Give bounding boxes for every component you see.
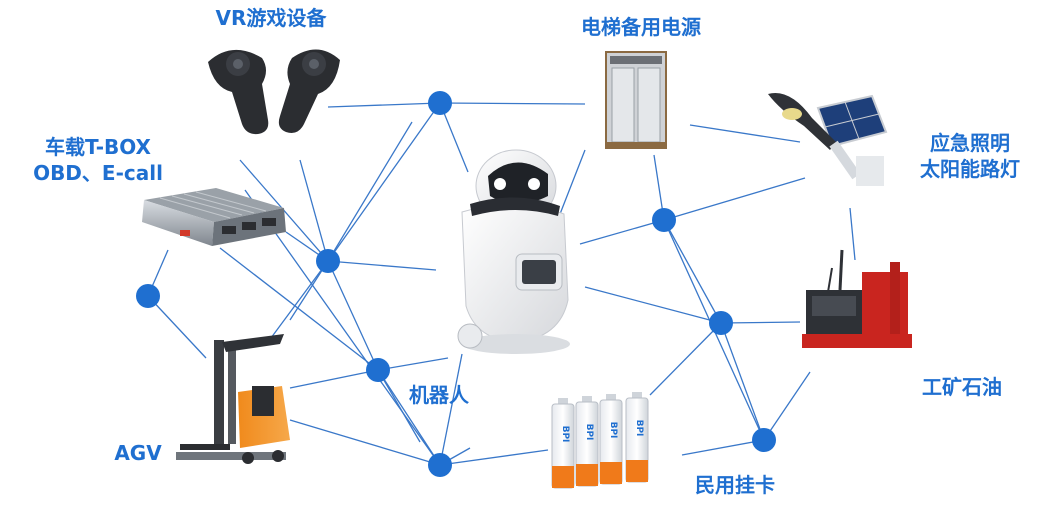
network-node (428, 91, 452, 115)
connection-line (327, 260, 379, 371)
battery-brand-text: BPI (608, 422, 618, 439)
network-nodes (136, 91, 776, 477)
network-node (652, 208, 676, 232)
connection-line (327, 102, 441, 108)
battery-brand-text: BPI (634, 420, 644, 437)
connection-line (849, 207, 856, 261)
network-node (136, 284, 160, 308)
battery-brand-text: BPI (560, 426, 570, 443)
connection-line (584, 286, 722, 324)
connection-line (681, 439, 765, 456)
connection-line (579, 219, 665, 245)
label-elevator-backup-power: 电梯备用电源 (581, 15, 701, 39)
connection-line (720, 321, 801, 324)
network-node (316, 249, 340, 273)
connection-line (289, 369, 379, 389)
connection-line (327, 260, 437, 271)
label-robot: 机器人 (409, 383, 469, 407)
connection-line (559, 149, 586, 215)
vr-controller-icon (208, 49, 340, 135)
battery-brand-text: BPI (584, 424, 594, 441)
forklift-agv-icon (176, 334, 290, 464)
network-node (752, 428, 776, 452)
connection-line (327, 102, 441, 262)
connection-line (439, 102, 586, 105)
connection-line (327, 121, 413, 262)
label-mining-oil: 工矿石油 (922, 375, 1002, 399)
label-vr-devices: VR游戏设备 (215, 6, 327, 30)
connection-line (439, 353, 463, 466)
connection-line (689, 124, 801, 143)
connection-line (720, 322, 765, 441)
elevator-icon (605, 51, 667, 149)
network-node (709, 311, 733, 335)
aa-battery: BPI (575, 396, 599, 487)
connection-line (439, 102, 469, 173)
connection-line (377, 369, 421, 443)
connection-line (219, 247, 379, 371)
connection-line (649, 322, 722, 396)
network-node (366, 358, 390, 382)
connection-line (663, 177, 806, 221)
connection-line (299, 159, 329, 262)
label-civil-tag: 民用挂卡 (695, 473, 775, 497)
connection-line (763, 371, 811, 441)
aa-battery: BPI (551, 398, 575, 489)
aa-battery: BPI (625, 392, 649, 483)
solar-street-light-icon (768, 93, 888, 186)
aa-battery: BPI (599, 394, 623, 485)
connection-line (267, 260, 329, 343)
robot-icon (457, 149, 570, 354)
tbox-icon (142, 188, 286, 246)
connection-line (663, 219, 722, 324)
connection-line (377, 369, 441, 466)
label-solar-street-light: 应急照明太阳能路灯 (920, 131, 1020, 181)
drilling-rig-icon (802, 249, 912, 348)
network-node (428, 453, 452, 477)
connection-line (439, 449, 549, 466)
connection-line (244, 189, 441, 466)
aa-battery-icon: BPI BPI BPI BPI (551, 392, 649, 489)
label-agv: AGV (114, 441, 162, 465)
connection-line (147, 295, 207, 359)
connection-line (289, 419, 441, 466)
